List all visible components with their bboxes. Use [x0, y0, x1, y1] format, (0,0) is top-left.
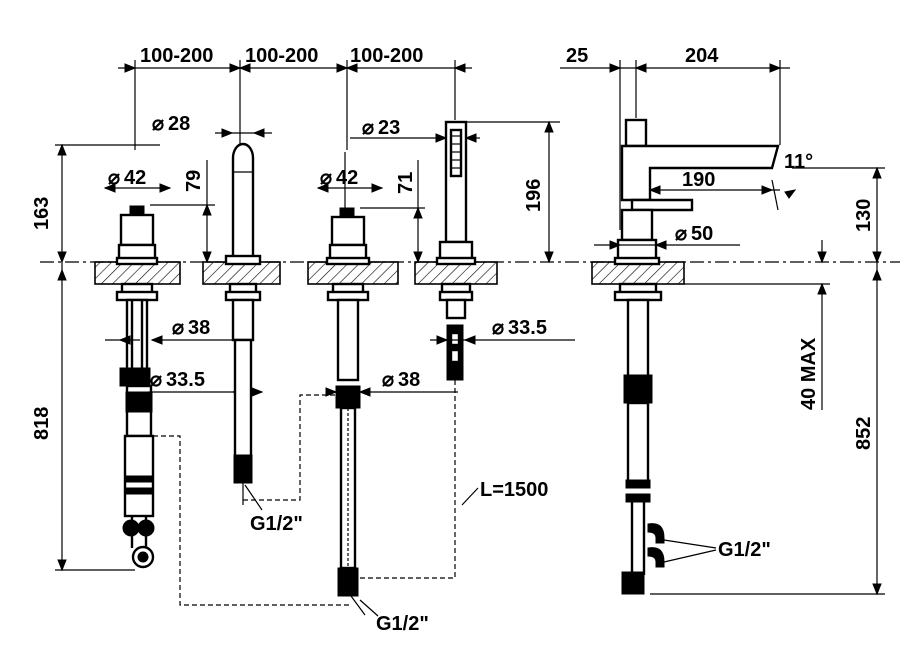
height-818-label: 818	[31, 407, 53, 440]
shower-hose	[358, 380, 456, 579]
dia-335-b-label: ⌀33.5	[492, 317, 547, 339]
dia-23-label: ⌀23	[362, 117, 400, 139]
height-163-label: 163	[31, 197, 53, 230]
height-40max-label: 40 MAX	[798, 337, 820, 410]
spacing-3-label: 100-200	[350, 45, 423, 67]
left-height-dimensions: 163 818	[31, 143, 160, 572]
hose-length-label: L=1500	[480, 479, 548, 501]
dia-42-a-label: ⌀42	[108, 167, 146, 189]
height-71-label: 71	[395, 172, 417, 194]
dia-38-a-label: ⌀38	[172, 317, 210, 339]
mixer-unit-2: ⌀42 71 G1/2" ⌀38	[316, 160, 458, 635]
side-25-label: 25	[566, 45, 588, 67]
spout-unit: ⌀28 G1/2"	[152, 113, 303, 535]
height-79-label: 79	[183, 170, 205, 192]
side-view: 25 204 11° 190 ⌀50	[560, 45, 885, 596]
connection-hose-2	[153, 435, 350, 606]
thread-b-label: G1/2"	[376, 613, 429, 635]
dia-42-b-label: ⌀42	[320, 167, 358, 189]
deck-section	[40, 261, 900, 285]
height-130-label: 130	[853, 199, 875, 232]
thread-a-label: G1/2"	[250, 513, 303, 535]
spacing-2-label: 100-200	[245, 45, 318, 67]
thread-c-label: G1/2"	[718, 539, 771, 561]
spacing-1-label: 100-200	[140, 45, 213, 67]
side-204-label: 204	[685, 45, 719, 67]
connection-hose-1	[243, 394, 340, 501]
angle-11-label: 11°	[784, 151, 813, 173]
handshower-unit: ⌀23 196 ⌀33.5 L=1500	[344, 117, 575, 579]
side-190-label: 190	[682, 169, 715, 191]
spacing-dimensions: 100-200 100-200 100-200	[118, 45, 472, 150]
dia-28-label: ⌀28	[152, 113, 190, 135]
height-852-label: 852	[853, 417, 875, 450]
mixer-unit-1: ⌀42 79 ⌀38	[103, 160, 264, 569]
height-196-label: 196	[523, 179, 545, 212]
dia-50-label: ⌀50	[675, 223, 713, 245]
diameter-symbol: ⌀	[108, 167, 120, 189]
dia-38-b-label: ⌀38	[382, 369, 420, 391]
dia-335-a-label: ⌀33.5	[150, 369, 205, 391]
